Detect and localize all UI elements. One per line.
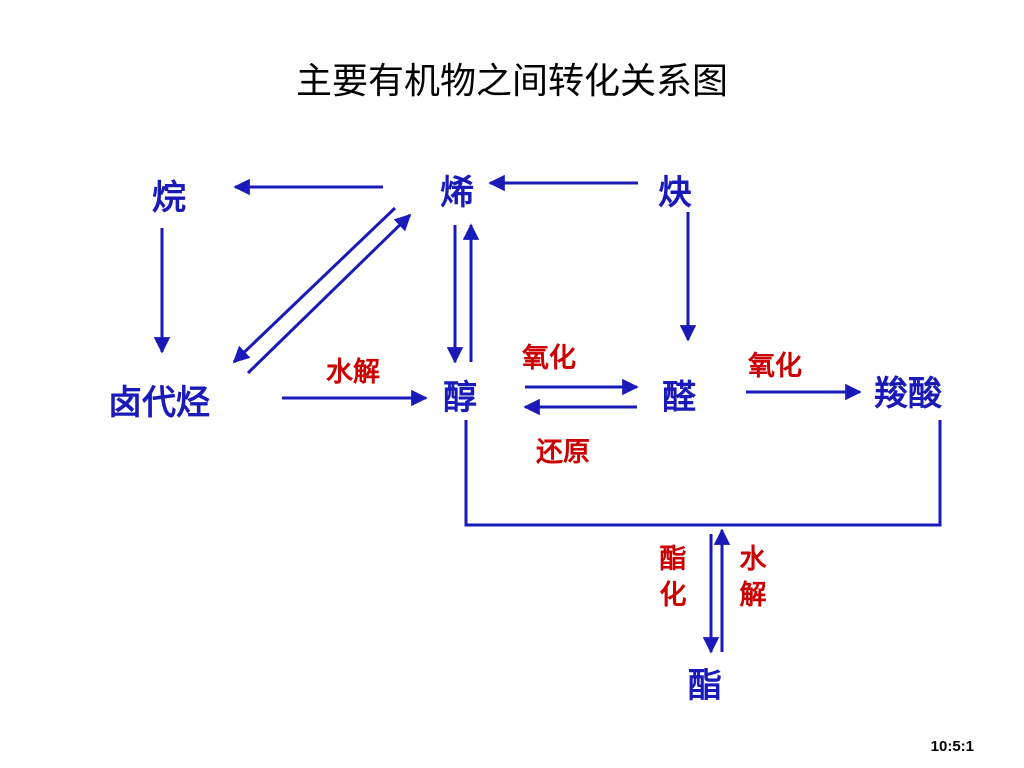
node-alkene: 烯 [440,173,474,213]
node-ester: 酯 [688,666,722,706]
node-haloalkane: 卤代烃 [108,383,210,423]
label-oxidation-aldehyde: 氧化 [748,351,802,382]
label-ester-hydrolysis: 水解 [739,544,767,611]
label-hydrolysis: 水解 [326,357,380,388]
node-carboxylic-acid: 羧酸 [874,374,942,414]
label-oxidation-alcohol: 氧化 [522,343,576,374]
node-aldehyde: 醛 [662,378,696,418]
node-alkyne: 炔 [658,173,692,213]
node-alkane: 烷 [152,178,186,218]
arrow-haloalkane-to-alkene [246,213,412,375]
arrow-alkene-to-haloalkane [232,206,397,364]
label-esterification: 酯化 [659,544,687,611]
label-reduction: 还原 [536,437,590,468]
node-alcohol: 醇 [443,378,477,418]
bracket-alcohol-acid [464,420,942,527]
slide-number: 10:5:1 [930,738,974,755]
page-title: 主要有机物之间转化关系图 [295,61,728,102]
